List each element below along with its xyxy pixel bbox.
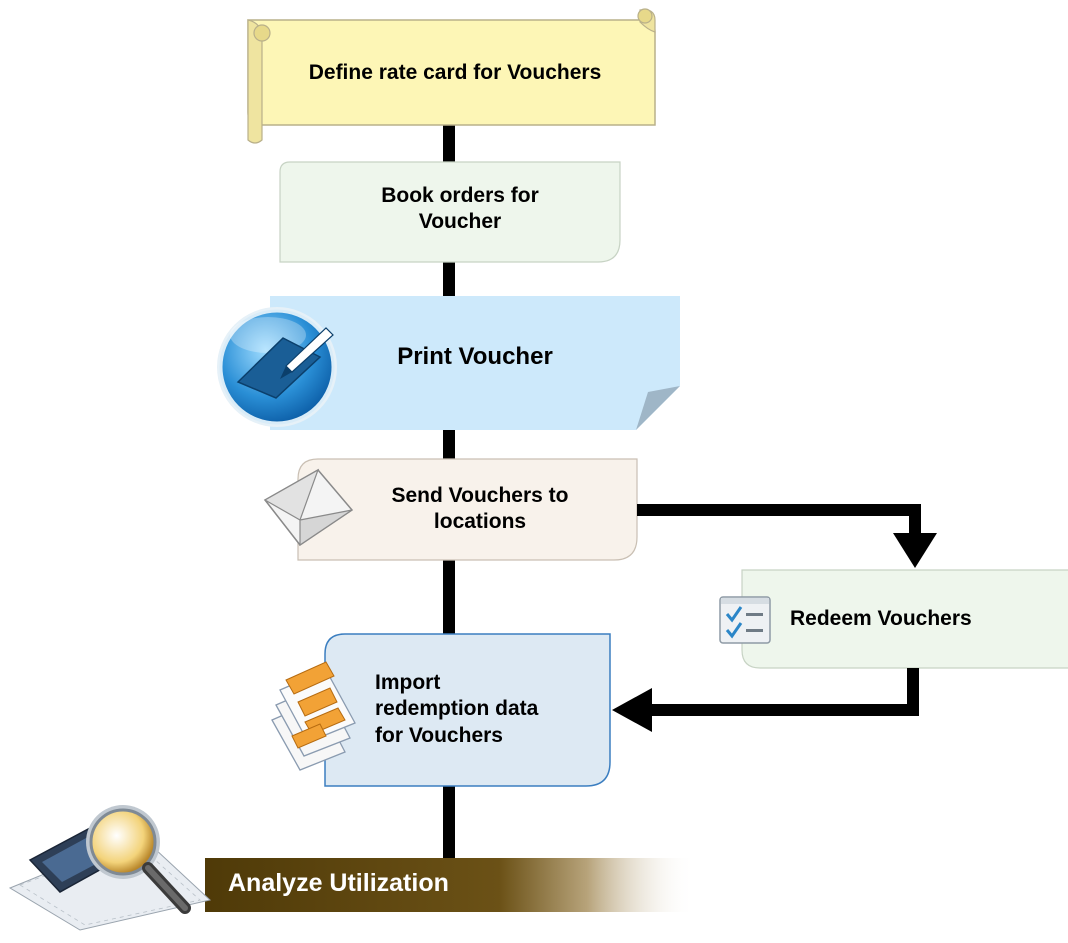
define-rate-card-label: Define rate card for Vouchers xyxy=(308,61,602,84)
print-voucher-box xyxy=(270,296,680,430)
redeem-vouchers-label: Redeem Vouchers xyxy=(790,607,972,630)
book-orders-box xyxy=(279,161,621,263)
envelope-icon xyxy=(263,468,354,547)
documents-icon xyxy=(271,661,356,771)
redeem-vouchers-box xyxy=(741,569,1068,669)
analyze-utilization-label: Analyze Utilization xyxy=(228,869,449,897)
analyze-utilization-bar xyxy=(205,858,695,912)
checklist-icon xyxy=(719,596,771,644)
print-voucher-label: Print Voucher xyxy=(397,343,553,370)
import-redemption-label: Import redemption data for Vouchers xyxy=(375,671,539,747)
import-redemption-box xyxy=(324,633,611,787)
send-vouchers-box xyxy=(297,458,638,561)
magnifier-film-icon xyxy=(8,805,212,931)
pen-paper-icon xyxy=(217,307,337,427)
send-to-redeem-connector xyxy=(637,504,921,535)
redeem-to-import-connector xyxy=(650,668,919,716)
send-vouchers-label: Send Vouchers to locations xyxy=(391,484,569,534)
redeem-to-import-arrowhead xyxy=(612,688,652,732)
book-orders-label: Book orders for Voucher xyxy=(381,184,539,234)
define-rate-card-scroll xyxy=(247,8,656,144)
send-to-redeem-arrowhead xyxy=(893,533,937,568)
